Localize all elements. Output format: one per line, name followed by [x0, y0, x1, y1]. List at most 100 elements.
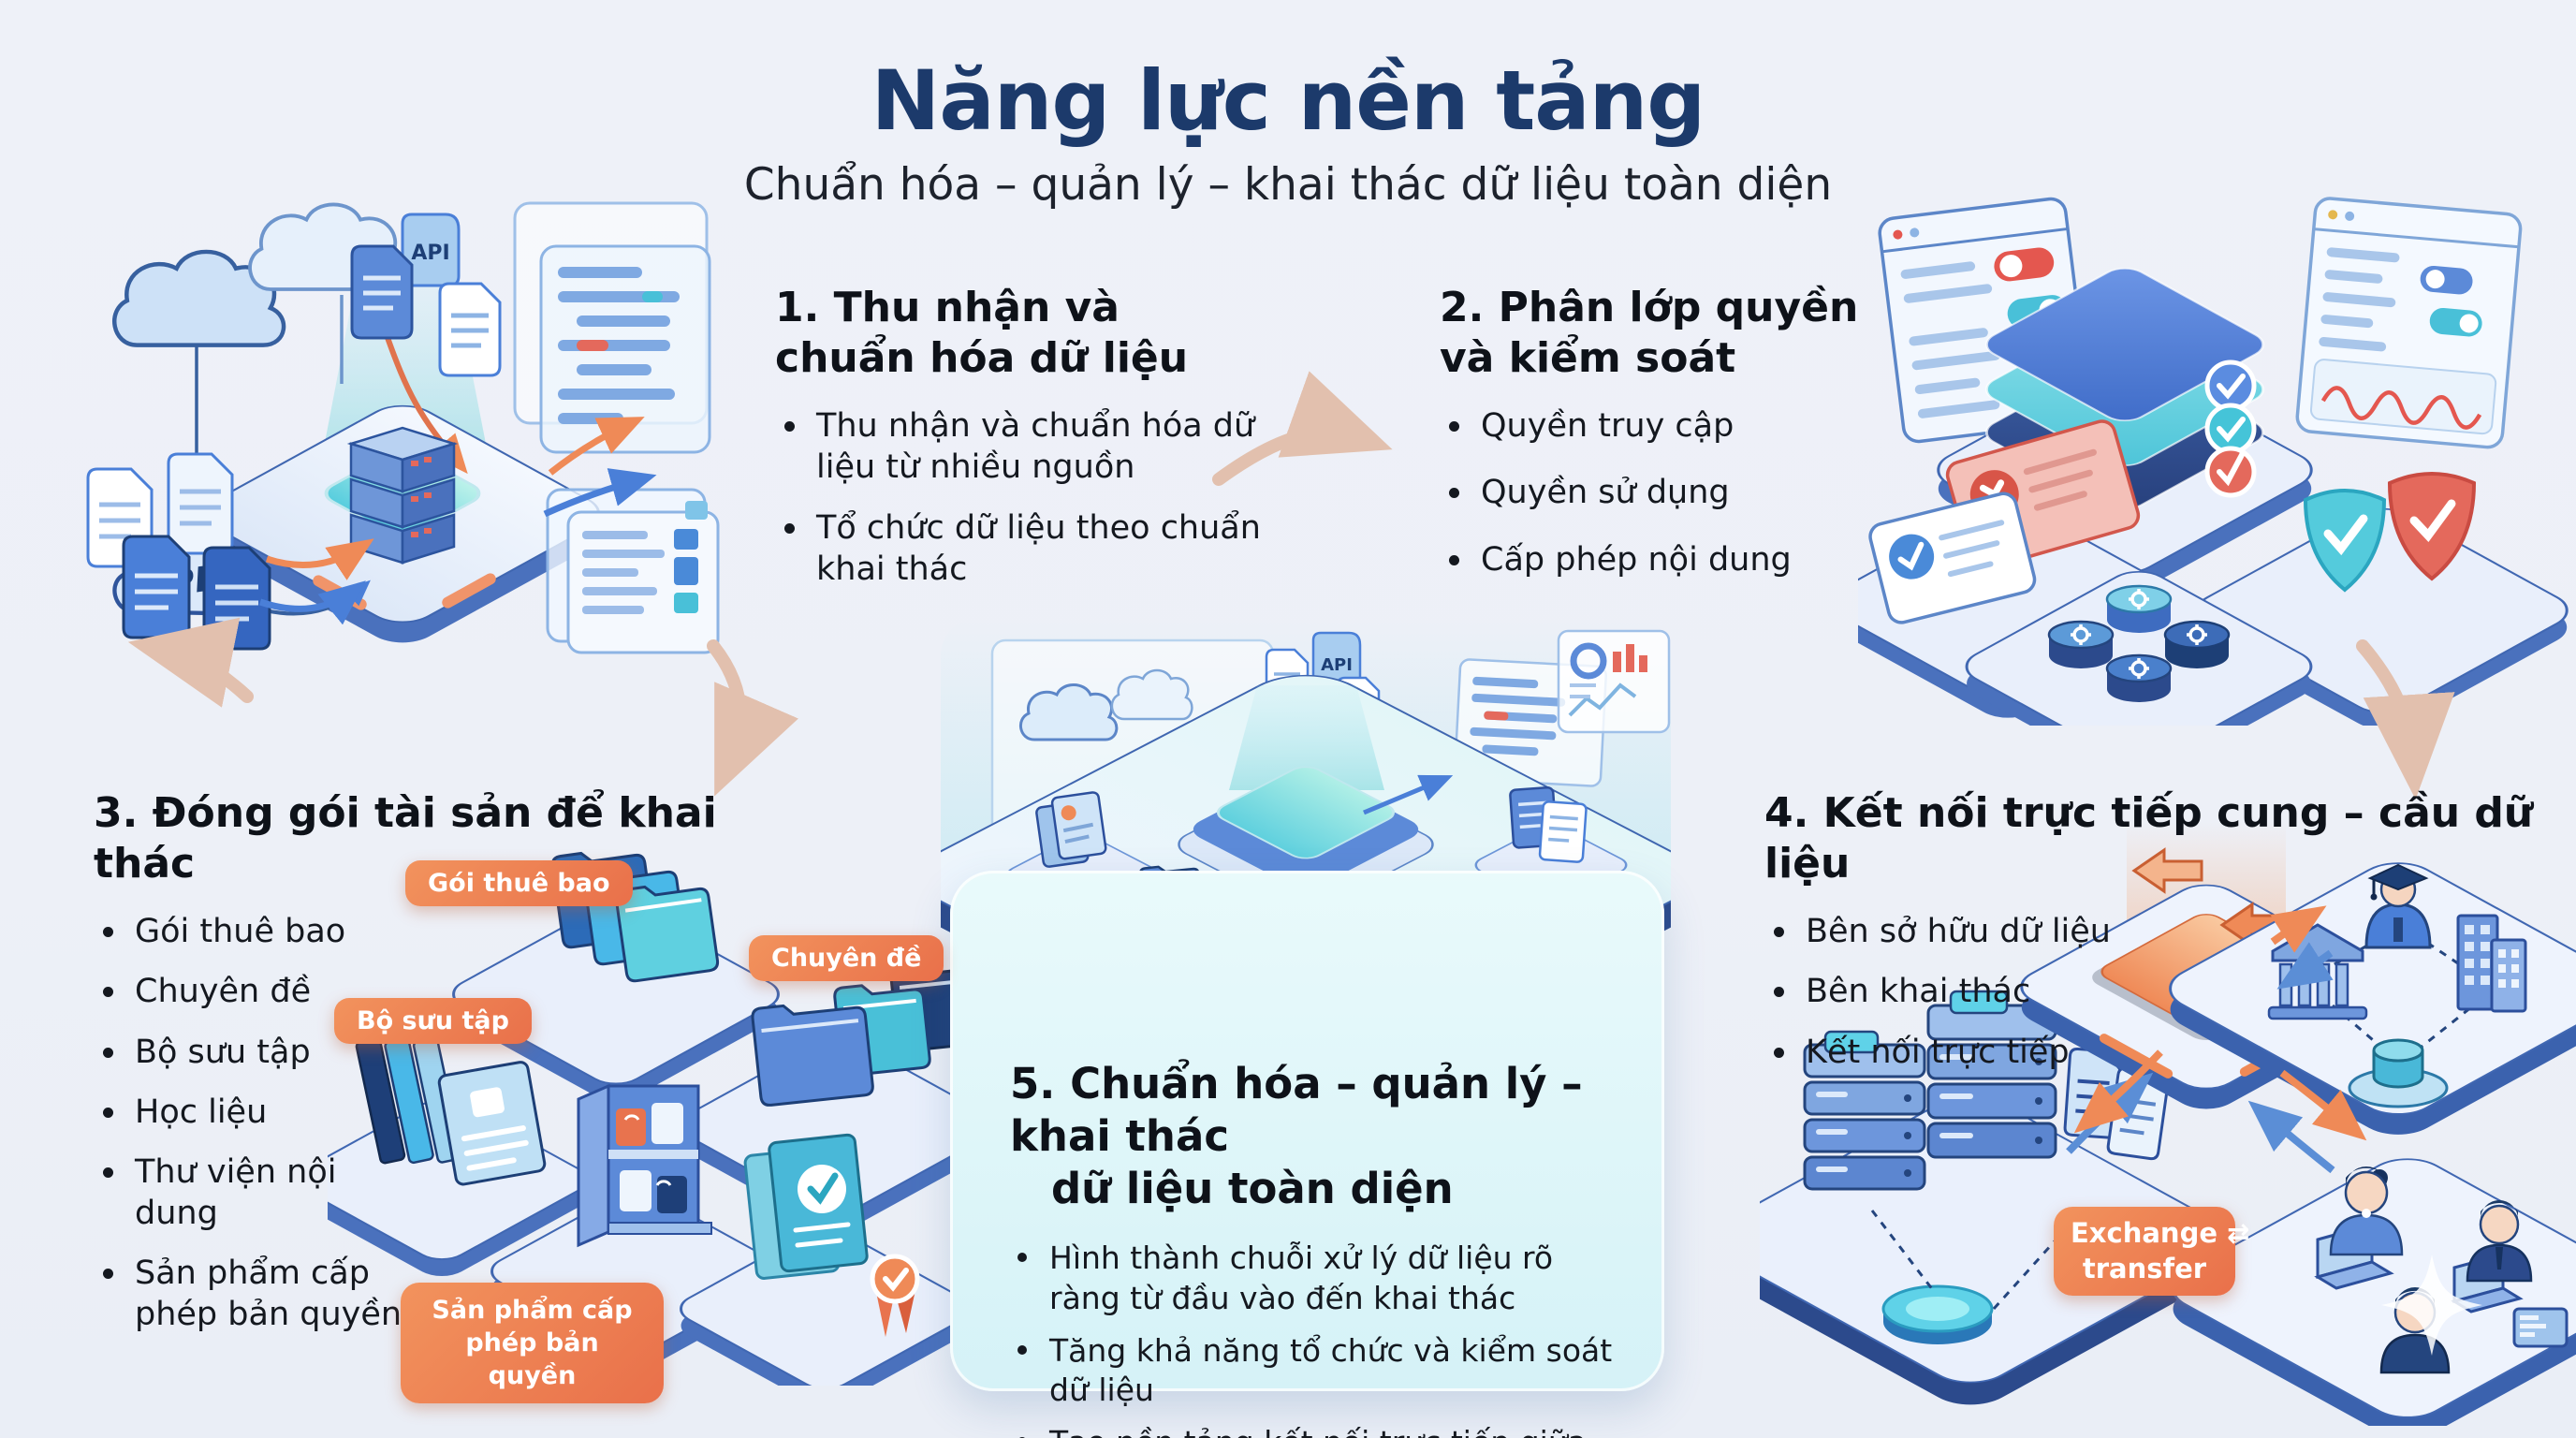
- bullet: Sản phẩm cấp phép bản quyền: [94, 1253, 402, 1335]
- server-tower-icon: [1803, 1030, 1926, 1191]
- building-icon: [2456, 914, 2527, 1013]
- chart-window: [1557, 629, 1671, 734]
- cloud-icon: [112, 249, 286, 347]
- page-title: Năng lực nền tảng: [871, 52, 1706, 149]
- section-3-heading: 3. Đóng gói tài sản để khai thác: [94, 789, 717, 888]
- bullet: Thu nhận và chuẩn hóa dữ liệu từ nhiều n…: [775, 405, 1318, 488]
- section-4: 4. Kết nối trực tiếp cung – cầu dữ liệu …: [1764, 788, 2541, 1092]
- allow-card-icon: [1868, 492, 2037, 624]
- section-5-bullets: Hình thành chuỗi xử lý dữ liệu rõ ràng t…: [1010, 1239, 1628, 1438]
- section-4-bullets: Bên sở hữu dữ liệu Bên khai thác Kết nối…: [1764, 911, 2251, 1072]
- blue-ingest-arrow: [258, 580, 366, 625]
- person-icon: [2329, 1167, 2404, 1256]
- toggle-blue: [2420, 265, 2473, 295]
- report-window: [2295, 197, 2523, 449]
- bullet: Bên khai thác: [1764, 971, 2251, 1012]
- bullet: Chuyên đề: [94, 971, 402, 1012]
- bullet: Cấp phép nội dung: [1440, 539, 1880, 580]
- check-badge: [2204, 446, 2257, 498]
- layer-stack-icon: [1984, 267, 2265, 510]
- bullet: Thư viện nội dung: [94, 1152, 402, 1234]
- document-icon: [1538, 800, 1588, 863]
- blue-out-arrow: [543, 468, 657, 518]
- medal-icon: [870, 1254, 920, 1337]
- svg-text:API: API: [1321, 655, 1353, 675]
- section-1: 1. Thu nhận và chuẩn hóa dữ liệu Thu nhậ…: [775, 283, 1318, 609]
- gears-platform: [1965, 571, 2313, 726]
- page-subtitle: Chuẩn hóa – quản lý – khai thác dữ liệu …: [743, 159, 1833, 211]
- bullet: Tổ chức dữ liệu theo chuẩn khai thác: [775, 507, 1318, 590]
- shield-check-icon: [2303, 489, 2387, 593]
- bullet: Quyền sử dụng: [1440, 472, 1880, 513]
- red-wave-chart: [2320, 386, 2482, 430]
- collection-platform: [328, 1036, 588, 1276]
- ingestion-illustration: APIs API: [86, 201, 720, 654]
- license-platform: [680, 1133, 972, 1386]
- book-cover-icon: [437, 1061, 547, 1186]
- bullet: Bộ sưu tập: [94, 1032, 402, 1073]
- gear-coin-icon: [2105, 653, 2173, 702]
- database-icon: [2348, 1038, 2449, 1108]
- section-3: 3. Đóng gói tài sản để khai thác Gói thu…: [94, 788, 739, 1354]
- arrow-sec2-to-sec4: [2356, 639, 2455, 800]
- cloud-icon: [1019, 683, 1119, 741]
- bullet: Tạo nền tảng kết nối trực tiếp giữa sở h…: [1010, 1423, 1628, 1438]
- server-tower-icon: [1926, 990, 2057, 1159]
- section-5-heading: 5. Chuẩn hóa – quản lý – khai thác dữ li…: [1010, 1059, 1583, 1213]
- gear-coin-icon: [2105, 584, 2173, 633]
- toggle-red: [1994, 247, 2055, 282]
- data-disc-icon: [1881, 1284, 1994, 1344]
- svg-text:API: API: [411, 242, 449, 265]
- label-topic: Chuyên đề: [749, 935, 944, 981]
- section-1-heading: 1. Thu nhận và chuẩn hóa dữ liệu: [775, 284, 1189, 382]
- orange-out-arrow: [548, 417, 645, 476]
- arrow-sec1-to-sec3: [707, 639, 798, 797]
- light-beam: [1229, 685, 1384, 790]
- code-window: [513, 201, 711, 454]
- subscription-platform: [452, 851, 780, 1101]
- exchange-flow-arrows: [2066, 905, 2367, 1174]
- orange-ingest-arrow: [265, 538, 374, 580]
- exchange-illustration: [1760, 822, 2576, 1426]
- document-icon: [438, 282, 502, 377]
- section-5-card: 5. Chuẩn hóa – quản lý – khai thác dữ li…: [950, 871, 1664, 1438]
- kanban-window: [546, 488, 720, 654]
- section-2-heading: 2. Phân lớp quyền và kiểm soát: [1440, 284, 1859, 382]
- label-collection: Bộ sưu tập: [334, 998, 532, 1044]
- section-3-bullets: Gói thuê bao Chuyên đề Bộ sưu tập Học li…: [94, 911, 402, 1335]
- book-icon: [355, 1036, 463, 1165]
- bullet: Gói thuê bao: [94, 911, 402, 952]
- arrow-docs-up: [127, 617, 254, 708]
- shield-check-icon: [2387, 472, 2477, 581]
- packaging-illustration: [328, 851, 983, 1386]
- section-2: 2. Phân lớp quyền và kiểm soát Quyền tru…: [1440, 283, 1880, 606]
- label-subscription: Gói thuê bao: [405, 860, 633, 906]
- section-1-bullets: Thu nhận và chuẩn hóa dữ liệu từ nhiều n…: [775, 405, 1318, 589]
- permissions-illustration: [1858, 197, 2569, 726]
- bookshelf-icon: [577, 1083, 712, 1248]
- label-licensed-product: Sản phẩm cấp phép bản quyền: [401, 1283, 664, 1404]
- certificate-icon: [743, 1133, 869, 1280]
- toggle-teal: [2429, 308, 2482, 337]
- section-2-bullets: Quyền truy cập Quyền sử dụng Cấp phép nộ…: [1440, 405, 1880, 580]
- bullet: Kết nối trực tiếp: [1764, 1032, 2251, 1073]
- graduate-icon: [2364, 863, 2432, 949]
- folder-icon: [751, 1004, 874, 1107]
- gear-coin-icon: [2047, 620, 2115, 668]
- document-icon: [350, 244, 414, 340]
- bullet: Bên sở hữu dữ liệu: [1764, 911, 2251, 952]
- label-exchange-transfer: Exchange ⇄ transfer: [2054, 1207, 2249, 1297]
- flow-arrow: [1363, 774, 1454, 815]
- cloud-icon: [1110, 668, 1193, 721]
- gear-coin-icon: [2163, 620, 2231, 668]
- person-icon: [2466, 1200, 2533, 1283]
- document-icon: [122, 535, 191, 639]
- bullet: Tăng khả năng tổ chức và kiểm soát dữ li…: [1010, 1331, 1628, 1410]
- bullet: Học liệu: [94, 1092, 402, 1133]
- bullet: Hình thành chuỗi xử lý dữ liệu rõ ràng t…: [1010, 1239, 1628, 1317]
- monitor-icon: [2512, 1307, 2569, 1348]
- section-4-heading: 4. Kết nối trực tiếp cung – cầu dữ liệu: [1764, 789, 2534, 888]
- arrow-sec1-to-sec2: [1212, 371, 1393, 486]
